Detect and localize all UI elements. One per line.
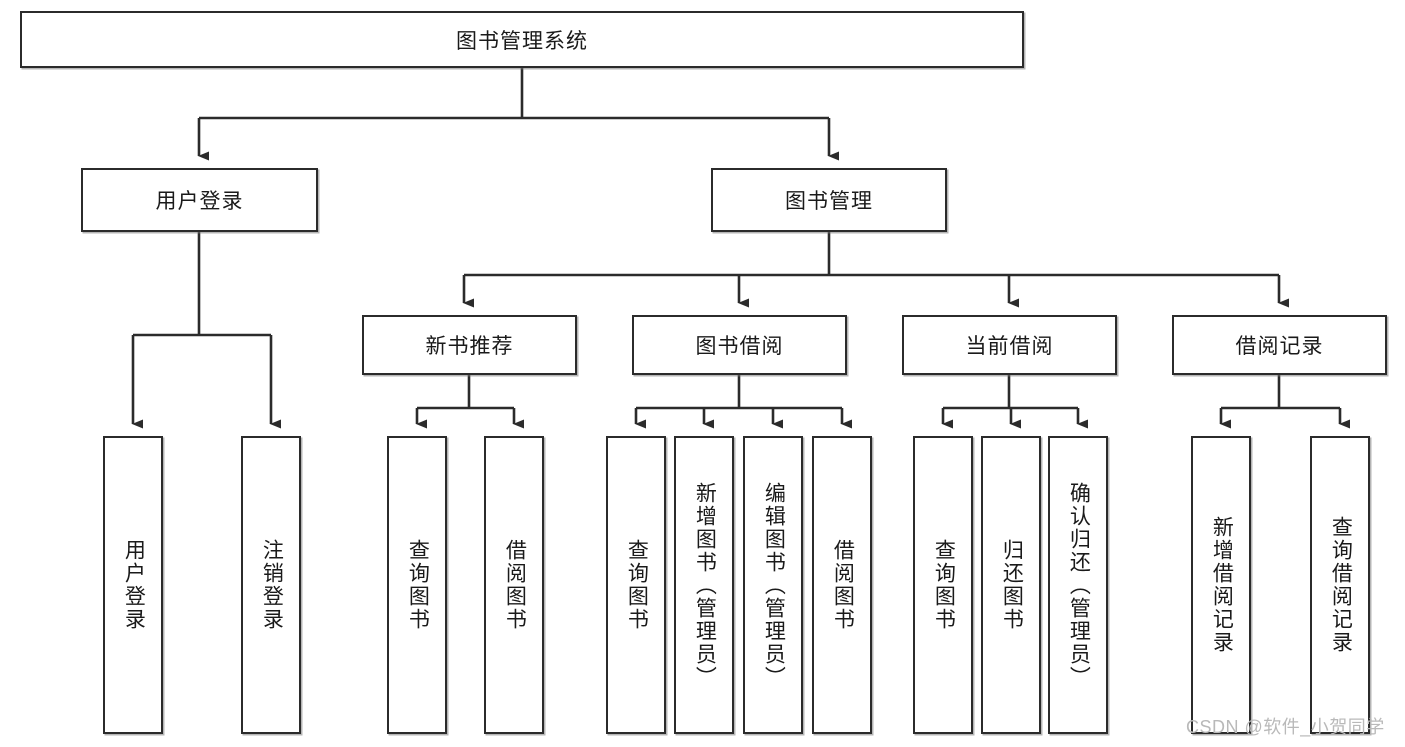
node-label: 用户登录 — [155, 190, 244, 213]
node-label: 新增借阅记录 — [1210, 516, 1234, 654]
node-label: 借阅图书 — [831, 539, 855, 631]
node-user-login[interactable]: 用户登录 — [81, 168, 318, 232]
node-book-borrow[interactable]: 图书借阅 — [632, 315, 847, 375]
leaf-return-book[interactable]: 归还图书 — [981, 436, 1041, 734]
node-label: 确认归还（管理员） — [1067, 481, 1091, 689]
node-label: 借阅图书 — [503, 539, 527, 631]
leaf-query-book-recommend[interactable]: 查询图书 — [387, 436, 447, 734]
leaf-query-book-current[interactable]: 查询图书 — [913, 436, 973, 734]
node-book-management[interactable]: 图书管理 — [711, 168, 947, 232]
node-label: 查询图书 — [932, 539, 956, 631]
node-label: 归还图书 — [1000, 539, 1024, 631]
leaf-confirm-return-admin[interactable]: 确认归还（管理员） — [1048, 436, 1108, 734]
node-borrow-record[interactable]: 借阅记录 — [1172, 315, 1387, 375]
leaf-query-book-borrow[interactable]: 查询图书 — [606, 436, 666, 734]
leaf-user-logout[interactable]: 注销登录 — [241, 436, 301, 734]
leaf-edit-book-admin[interactable]: 编辑图书（管理员） — [743, 436, 803, 734]
node-label: 用户登录 — [122, 539, 146, 631]
node-label: 当前借阅 — [965, 335, 1054, 358]
node-label: 新书推荐 — [425, 335, 514, 358]
leaf-borrow-book-recommend[interactable]: 借阅图书 — [484, 436, 544, 734]
leaf-add-book-admin[interactable]: 新增图书（管理员） — [674, 436, 734, 734]
leaf-query-borrow-record[interactable]: 查询借阅记录 — [1310, 436, 1370, 734]
node-label: 查询借阅记录 — [1329, 516, 1353, 654]
node-label: 图书借阅 — [695, 335, 784, 358]
watermark: CSDN @软件_小贺同学 — [1186, 717, 1385, 737]
node-label: 图书管理系统 — [456, 29, 588, 53]
node-label: 借阅记录 — [1235, 335, 1324, 358]
node-label: 编辑图书（管理员） — [762, 481, 786, 689]
node-label: 新增图书（管理员） — [693, 481, 717, 689]
leaf-add-borrow-record[interactable]: 新增借阅记录 — [1191, 436, 1251, 734]
node-new-book-recommend[interactable]: 新书推荐 — [362, 315, 577, 375]
node-label: 查询图书 — [406, 539, 430, 631]
node-label: 查询图书 — [625, 539, 649, 631]
leaf-user-login[interactable]: 用户登录 — [103, 436, 163, 734]
node-label: 图书管理 — [785, 190, 873, 213]
node-root-system[interactable]: 图书管理系统 — [20, 11, 1024, 68]
node-label: 注销登录 — [260, 539, 284, 631]
node-current-borrow[interactable]: 当前借阅 — [902, 315, 1117, 375]
leaf-borrow-book[interactable]: 借阅图书 — [812, 436, 872, 734]
